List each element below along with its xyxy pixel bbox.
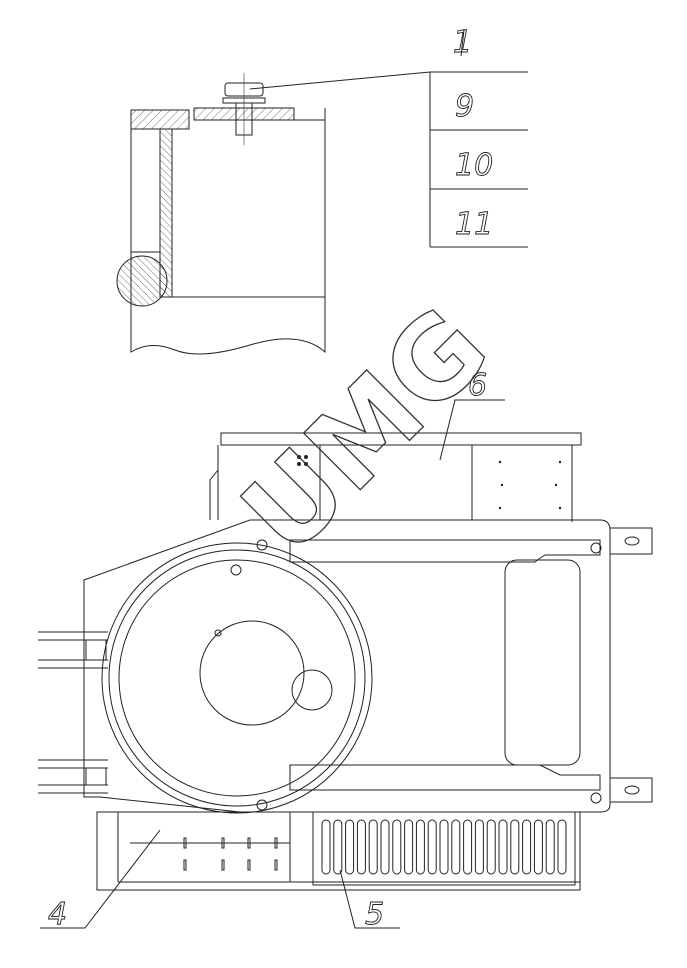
bottom-frame [96,811,581,891]
assembly-view: 6 4 5 [38,368,653,932]
louver-slot [333,819,343,875]
louver-panel [312,811,576,886]
table-row-9: 9 [455,89,474,124]
louver-slot [404,819,414,875]
louver-slot [545,819,555,875]
louver-slot [345,819,355,875]
hatched-wall [159,128,173,298]
flange-ring-outer [101,542,373,814]
louver-slot [415,819,425,875]
top-housing [209,432,582,522]
louver-slot [368,819,378,875]
table-row-11: 11 [455,207,493,242]
louver-slot [356,819,366,875]
watermark: UMG [218,283,513,578]
shaft-opening [199,620,305,726]
callout-6: 6 [468,368,487,403]
section-detail-view: 1 9 10 11 [116,25,528,355]
main-side-plate [83,519,611,814]
housing-outline [130,108,326,355]
round-bar-section [116,255,168,307]
louver-slot [451,819,461,875]
louver-slot [380,819,390,875]
inspection-window [504,559,581,766]
louver-slot [486,819,496,875]
louver-slot [533,819,543,875]
louver-slot [427,819,437,875]
louver-slot [439,819,449,875]
louver-slot [498,819,508,875]
louver-slot [522,819,532,875]
louver-slot [510,819,520,875]
callout-4: 4 [48,897,67,932]
leader-line-1 [249,71,431,90]
callout-table: 9 10 11 [429,71,528,248]
louver-slot [321,819,331,875]
louver-slot [463,819,473,875]
bolt-icon [222,73,266,145]
callout-1: 1 [453,25,472,60]
hatched-flange [130,109,190,130]
louver-slot [557,819,567,875]
callout-5: 5 [365,897,384,932]
table-row-10: 10 [455,148,493,183]
mounting-brackets [38,527,653,803]
louver-slot [392,819,402,875]
louver-slot [474,819,484,875]
